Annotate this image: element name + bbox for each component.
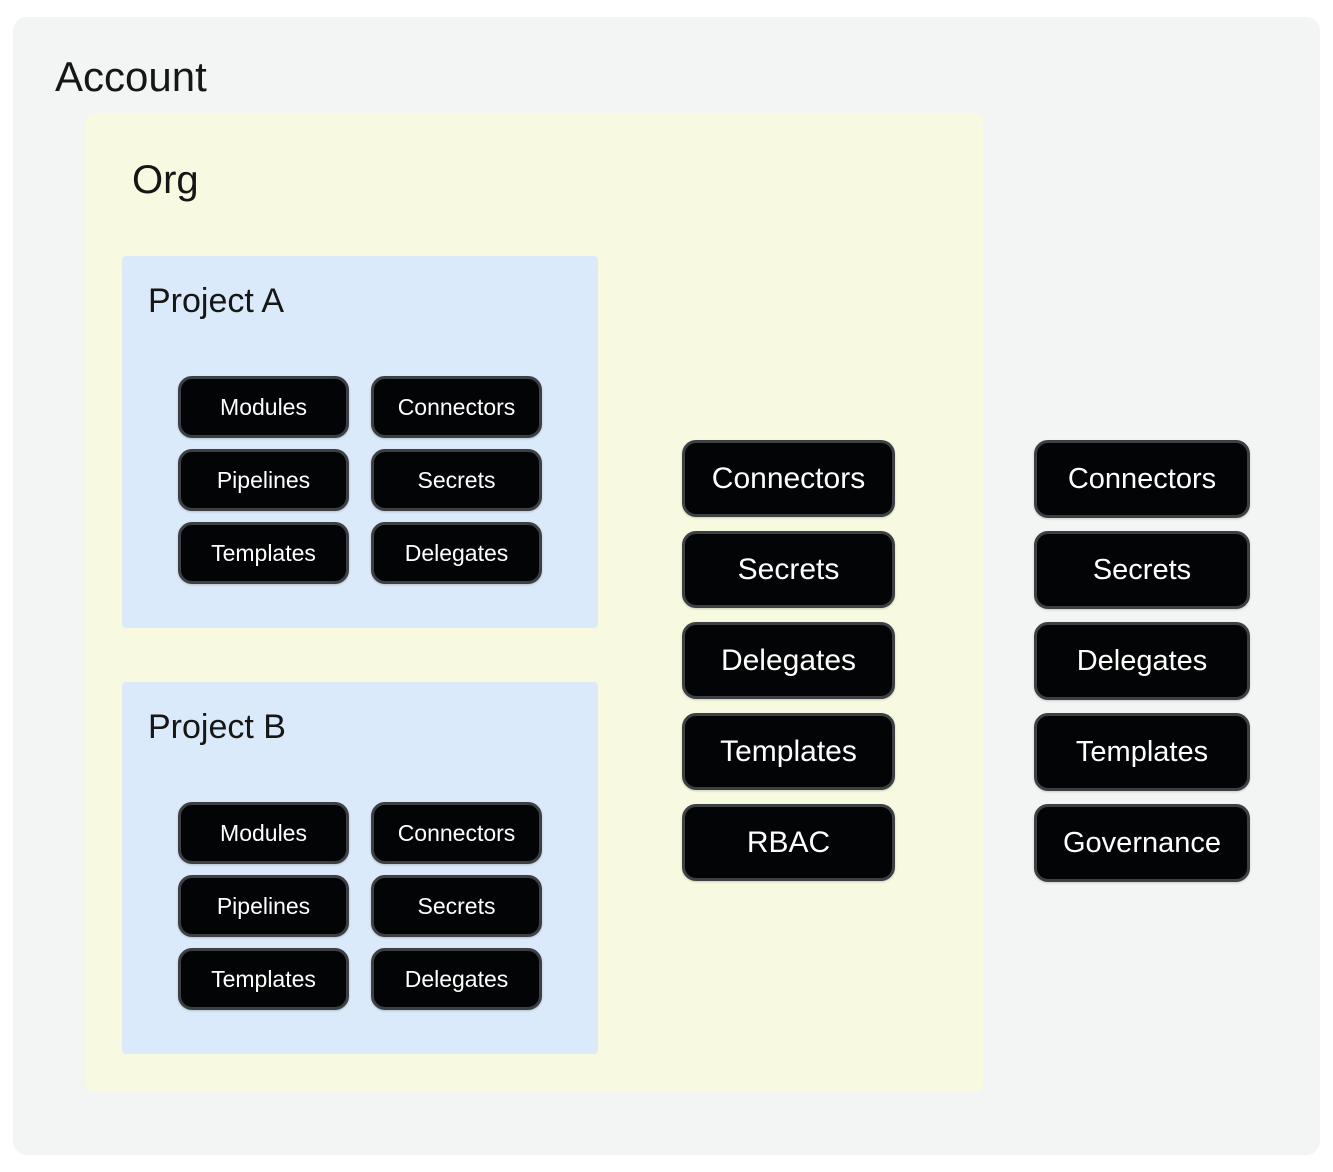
project-a-pill-delegates: Delegates bbox=[371, 522, 542, 584]
project-b-pill-secrets: Secrets bbox=[371, 875, 542, 937]
account-pill-delegates: Delegates bbox=[1034, 622, 1250, 700]
project-b-title: Project B bbox=[148, 708, 286, 746]
project-a-pill-connectors: Connectors bbox=[371, 376, 542, 438]
project-b-container: Project B Modules Connectors Pipelines S… bbox=[122, 682, 598, 1054]
org-title: Org bbox=[132, 158, 199, 202]
project-a-pill-secrets: Secrets bbox=[371, 449, 542, 511]
project-a-container: Project A Modules Connectors Pipelines S… bbox=[122, 256, 598, 628]
org-pill-templates: Templates bbox=[682, 713, 895, 790]
org-pill-column: Connectors Secrets Delegates Templates R… bbox=[682, 440, 895, 881]
org-pill-connectors: Connectors bbox=[682, 440, 895, 517]
project-b-pill-connectors: Connectors bbox=[371, 802, 542, 864]
account-title: Account bbox=[55, 53, 207, 100]
org-pill-delegates: Delegates bbox=[682, 622, 895, 699]
project-a-pill-templates: Templates bbox=[178, 522, 349, 584]
org-pill-rbac: RBAC bbox=[682, 804, 895, 881]
project-a-pill-modules: Modules bbox=[178, 376, 349, 438]
account-pill-governance: Governance bbox=[1034, 804, 1250, 882]
org-pill-secrets: Secrets bbox=[682, 531, 895, 608]
account-pill-connectors: Connectors bbox=[1034, 440, 1250, 518]
project-a-pill-pipelines: Pipelines bbox=[178, 449, 349, 511]
project-b-pill-modules: Modules bbox=[178, 802, 349, 864]
project-b-pill-pipelines: Pipelines bbox=[178, 875, 349, 937]
project-b-pill-delegates: Delegates bbox=[371, 948, 542, 1010]
account-pill-secrets: Secrets bbox=[1034, 531, 1250, 609]
account-pill-templates: Templates bbox=[1034, 713, 1250, 791]
org-container: Org Project A Modules Connectors Pipelin… bbox=[86, 113, 983, 1092]
account-container: Account Org Project A Modules Connectors… bbox=[13, 17, 1320, 1155]
project-a-pill-grid: Modules Connectors Pipelines Secrets Tem… bbox=[178, 376, 542, 584]
project-b-pill-templates: Templates bbox=[178, 948, 349, 1010]
account-pill-column: Connectors Secrets Delegates Templates G… bbox=[1034, 440, 1250, 882]
project-a-title: Project A bbox=[148, 282, 285, 320]
project-b-pill-grid: Modules Connectors Pipelines Secrets Tem… bbox=[178, 802, 542, 1010]
